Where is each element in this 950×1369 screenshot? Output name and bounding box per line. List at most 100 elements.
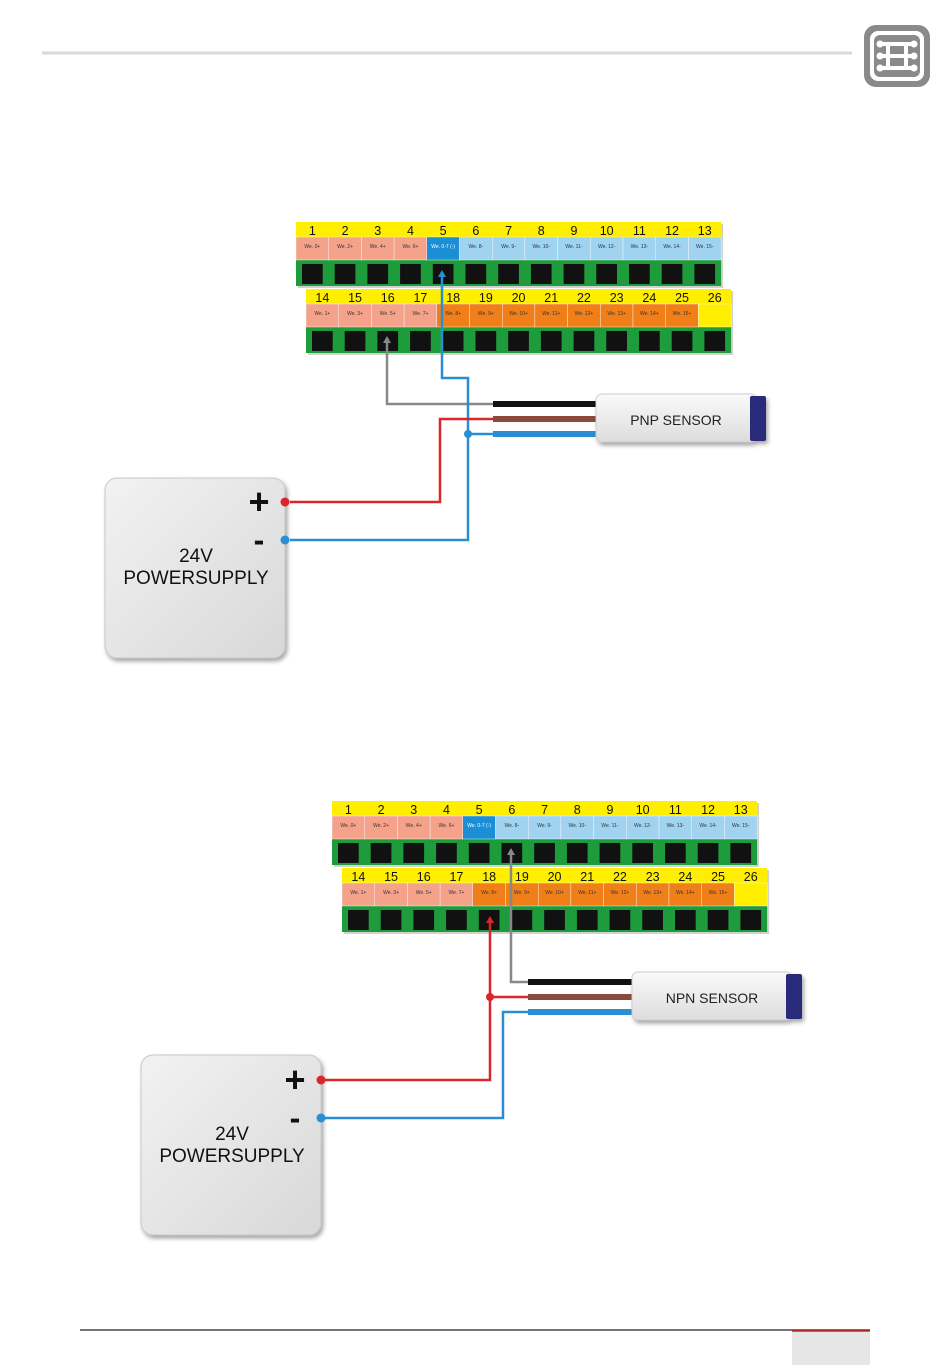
- terminal-screw-slot: [563, 264, 585, 284]
- minus-terminal-label: -: [254, 522, 265, 558]
- terminal-screw-slot: [334, 264, 356, 284]
- terminal-number: 4: [443, 803, 450, 817]
- terminal-input-label: We. 11+: [542, 311, 560, 317]
- terminal-screw-slot: [475, 331, 497, 351]
- terminal-input-label: We. 14-: [663, 244, 681, 250]
- terminal-input-label: We. 10-: [569, 823, 587, 829]
- terminal-screw-slot: [410, 331, 431, 351]
- arrow-icon: [507, 848, 515, 855]
- plus-terminal-label: +: [248, 481, 269, 522]
- pnp-sensor: [595, 393, 766, 443]
- terminal-input-label: We. 10+: [545, 890, 564, 896]
- terminal-number: 6: [508, 803, 515, 817]
- terminal-number: 8: [574, 803, 581, 817]
- sensor-cable-ends: [493, 401, 598, 437]
- terminal-number: 20: [512, 291, 526, 305]
- terminal-number: 26: [744, 870, 758, 884]
- terminal-input-label: We. 10-: [533, 244, 551, 250]
- terminal-screw-slot: [367, 264, 389, 284]
- terminal-input-label: We. 13-: [667, 823, 685, 829]
- terminal-screw-slot: [403, 843, 425, 863]
- npn-sensor: [631, 971, 802, 1021]
- power-supply-box: [104, 477, 286, 659]
- machine-path-logo-icon: [864, 25, 930, 87]
- terminal-screw-slot: [465, 264, 487, 284]
- terminal-input-label: We. 6+: [403, 244, 419, 250]
- terminal-input-label: We. 13+: [643, 890, 662, 896]
- pnp-wiring-diagram: 1We. 0+2We. 2+3We. 4+4We. 6+5We. 0-7 (-)…: [104, 222, 766, 659]
- junction-dot: [464, 430, 472, 438]
- terminal-input-label: We. 15+: [709, 890, 728, 896]
- terminal-screw-slot: [740, 910, 762, 930]
- terminal-screw-slot: [338, 843, 359, 863]
- terminal-input-label: We. 7+: [449, 890, 465, 896]
- junction-dot: [486, 993, 494, 1001]
- terminal-input-label: We. 7+: [413, 311, 429, 317]
- terminal-screw-slot: [697, 843, 719, 863]
- terminal-screw-slot: [446, 910, 467, 930]
- terminal-screw-slot: [534, 843, 555, 863]
- terminal-screw-slot: [530, 264, 552, 284]
- terminal-screw-slot: [694, 264, 716, 284]
- terminal-number: 24: [678, 870, 692, 884]
- terminal-row-top: 1We. 0+2We. 2+3We. 4+4We. 6+5We. 0-7 (-)…: [295, 222, 724, 288]
- terminal-input-label: We. 12+: [611, 890, 630, 896]
- terminal-label-cell: [724, 815, 758, 840]
- terminal-input-label: We. 8+: [481, 890, 497, 896]
- terminal-screw-slot: [704, 331, 726, 351]
- terminal-number: 10: [636, 803, 650, 817]
- terminal-screw-slot: [498, 264, 519, 284]
- terminal-number: 23: [646, 870, 660, 884]
- terminal-screw-slot: [380, 910, 402, 930]
- red-wire: [325, 918, 492, 1082]
- plus-terminal-dot: [316, 1075, 326, 1085]
- terminal-number: 3: [374, 224, 381, 238]
- terminal-screw-slot: [599, 843, 621, 863]
- terminal-input-label: We. 10+: [509, 311, 528, 317]
- terminal-screw-slot: [661, 264, 683, 284]
- minus-terminal-dot: [316, 1113, 326, 1123]
- terminal-screw-slot: [707, 910, 729, 930]
- npn-wiring-diagram: 1We. 0+2We. 2+3We. 4+4We. 6+5We. 0-7 (-)…: [140, 801, 802, 1236]
- terminal-input-label: We. 13-: [631, 244, 649, 250]
- terminal-screw-slot: [566, 843, 588, 863]
- terminal-connector: 1We. 0+2We. 2+3We. 4+4We. 6+5We. 0-7 (-)…: [295, 222, 734, 355]
- terminal-number: 7: [541, 803, 548, 817]
- terminal-screw-slot: [576, 910, 598, 930]
- terminal-screw-slot: [468, 843, 490, 863]
- terminal-number: 5: [440, 224, 447, 238]
- terminal-input-label: We. 9-: [501, 244, 516, 250]
- terminal-number: 8: [538, 224, 545, 238]
- terminal-number: 17: [449, 870, 463, 884]
- terminal-screw-slot: [400, 264, 421, 284]
- supply-name-label: POWERSUPPLY: [159, 1146, 305, 1167]
- terminal-input-label: We. 15+: [673, 311, 692, 317]
- plus-terminal-dot: [280, 497, 290, 507]
- terminal-number: 26: [708, 291, 722, 305]
- minus-terminal-dot: [280, 535, 290, 545]
- minus-terminal-label: -: [290, 1100, 301, 1136]
- terminal-number: 18: [482, 870, 496, 884]
- terminal-number: 25: [711, 870, 725, 884]
- terminal-number: 16: [417, 870, 431, 884]
- terminal-number: 13: [734, 803, 748, 817]
- terminal-input-label: We. 3+: [383, 890, 399, 896]
- terminal-screw-slot: [606, 331, 627, 351]
- gray-wire: [385, 338, 495, 406]
- terminal-screw-slot: [671, 331, 693, 351]
- terminal-number: 12: [701, 803, 715, 817]
- terminal-number: 22: [613, 870, 627, 884]
- terminal-screw-slot: [665, 843, 686, 863]
- red-wire: [290, 417, 495, 504]
- terminal-screw-slot: [344, 331, 366, 351]
- terminal-number: 13: [698, 224, 712, 238]
- terminal-screw-slot: [675, 910, 696, 930]
- terminal-screw-slot: [312, 331, 333, 351]
- terminal-input-label: We. 4+: [370, 244, 386, 250]
- terminal-number: 3: [410, 803, 417, 817]
- blue-wire: [325, 1010, 530, 1120]
- terminal-input-label: We. 12-: [634, 823, 652, 829]
- terminal-input-label: We. 9-: [537, 823, 552, 829]
